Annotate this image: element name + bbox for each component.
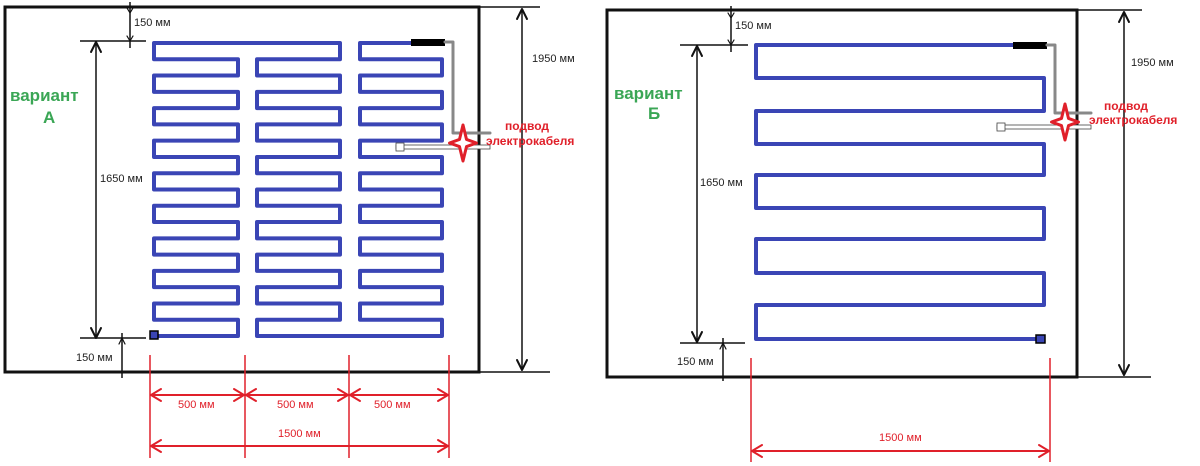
variant-a-dim-section-3: 500 мм [374,399,411,411]
variant-b-dim-inner-height-arrow-up-icon [691,45,703,57]
variant-b-cable-end-cap-icon [1035,334,1046,344]
variant-b-dim-bottom-arrow-icon [719,342,727,350]
variant-b-feed-label-2: электрокабеля [1089,113,1177,127]
variant-a-feed-point-star-icon [448,123,478,163]
variant-a-dim-total-width-arrow-left-icon [150,439,162,453]
variant-a-sensor-head [395,142,405,152]
variant-b-letter: Б [648,104,660,123]
variant-a-dim-total-width: 1500 мм [278,428,321,440]
variant-b-dim-top-arrow2-icon [727,39,735,46]
variant-b-dim-total-height-arrow-down-icon [1118,364,1130,376]
variant-a-dim-section-2-arrow-right-icon [337,388,349,402]
variant-b-cold-lead-coupling [1013,42,1047,49]
variant-a-dim-inner-height-arrow-down-icon [90,327,102,339]
variant-a-dim-section-3-arrow-right-icon [437,388,449,402]
variant-a-feed-label-2: электрокабеля [486,134,574,148]
variant-a-dim-bottom: 150 мм [76,352,113,364]
variant-b-dim-total-width-arrow-left-icon [751,444,763,458]
variant-b-dim-total-width-arrow-right-icon [1038,444,1050,458]
variant-b-heating-cable [754,43,1046,341]
variant-b-dim-total-width: 1500 мм [879,432,922,444]
variant-b-dim-total-height: 1950 мм [1131,57,1174,69]
variant-a-dim-top-arrow-icon [126,7,134,14]
variant-b-power-lead [1045,43,1093,115]
variant-b-dim-inner-height: 1650 мм [700,177,743,189]
variant-a-power-lead [443,40,492,135]
variant-a-dim-section-1: 500 мм [178,399,215,411]
variant-b-labels: вариант Б 150 мм 1650 мм 150 мм 1950 мм … [614,20,1177,444]
variant-a-dim-top-arrow2-icon [126,35,134,42]
variant-a-dim-total-height: 1950 мм [532,53,575,65]
variant-a-dim-inner-height-arrow-up-icon [90,41,102,53]
variant-b-feed-point-star-icon [1050,102,1080,142]
variant-a-dim-total-width-arrow-right-icon [437,439,449,453]
variant-b-sensor-tube [996,124,1092,130]
variant-b-dim-inner-height-arrow-down-icon [691,331,703,343]
diagram-shapes [3,2,1151,462]
variant-a-feed-label-1: подвод [505,119,549,133]
variant-a-dim-section-2-arrow-left-icon [245,388,257,402]
variant-a-dim-section-1-arrow-left-icon [150,388,162,402]
variant-a-dim-top: 150 мм [134,17,171,29]
variant-a-dim-section-1-arrow-right-icon [233,388,245,402]
variant-a-dim-bottom-arrow-icon [118,337,126,345]
variant-a-dim-total-height-arrow-down-icon [516,359,528,371]
variant-b-feed-label-1: подвод [1104,99,1148,113]
variant-a-letter: А [43,108,55,127]
variant-b-dim-total-height-arrow-up-icon [1118,11,1130,23]
variant-a-dim-total-height-arrow-up-icon [516,8,528,20]
variant-a-cold-lead-coupling [411,39,445,46]
variant-a-cable-end-cap-icon [149,330,159,340]
variant-b-sensor-head [996,122,1006,132]
variant-a-dim-section-3-arrow-left-icon [349,388,361,402]
variant-b-dim-top: 150 мм [735,20,772,32]
variant-b-floor-frame [605,8,1079,379]
variant-a-heating-cable [152,41,444,338]
variant-a-dim-inner-height: 1650 мм [100,173,143,185]
variant-b-title: вариант [614,84,683,103]
variant-a-dim-section-2: 500 мм [277,399,314,411]
variant-a-title: вариант [10,86,79,105]
variant-b-dim-bottom: 150 мм [677,356,714,368]
variant-a-floor-frame [3,5,481,374]
variant-a-sensor-tube [395,144,491,150]
variant-b-dim-top-arrow-icon [727,12,735,19]
variant-a-labels: вариант А 150 мм 1650 мм 150 мм 1950 мм … [10,17,575,440]
